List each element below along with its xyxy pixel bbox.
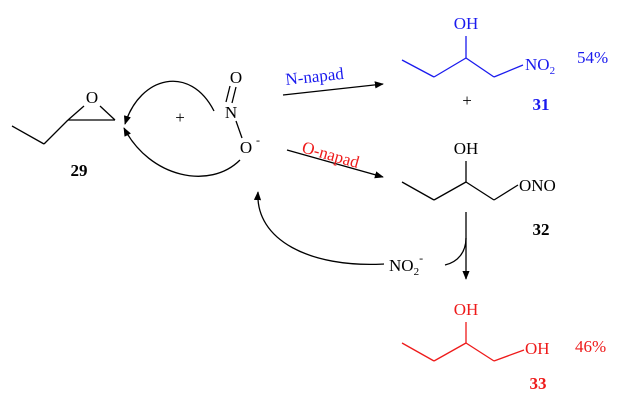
released-nitrite-label: NO2- (389, 251, 423, 278)
compound-33-skeleton (401, 322, 525, 362)
compound-29-epoxide (11, 105, 116, 145)
nitrite-bottom-oxygen-label: O (240, 138, 252, 157)
compound-32-ester-label: ONO (519, 176, 556, 195)
recycle-arrow (253, 191, 385, 266)
compound-31-number: 31 (533, 95, 550, 114)
nitrite-bonds (225, 85, 243, 139)
compound-33-hydroxyl-top-label: OH (454, 300, 479, 319)
compound-31-yield: 54% (577, 48, 608, 67)
compound-31-skeleton (401, 36, 524, 78)
compound-33-number: 33 (530, 374, 547, 393)
plus-sign-left: + (175, 108, 185, 127)
compound-31-nitro-text: NO (525, 55, 550, 74)
plus-sign-right: + (462, 91, 472, 110)
compound-31-nitro-label: NO2 (525, 55, 555, 77)
curved-arrow-lower (123, 127, 241, 177)
nitrite-charge-label: - (256, 133, 260, 147)
epoxide-oxygen-label: O (86, 88, 98, 107)
o-attack-arrow (286, 149, 384, 179)
compound-31-hydroxyl-label: OH (454, 14, 479, 33)
released-nitrite-subscript: 2 (414, 266, 420, 278)
nitrite-release-curve (444, 237, 467, 266)
o-attack-label: O-napad (300, 138, 362, 173)
compound-33-yield: 46% (575, 337, 606, 356)
compound-32-hydroxyl-label: OH (454, 139, 479, 158)
released-nitrite-text: NO (389, 256, 414, 275)
nitrite-top-oxygen-label: O (230, 68, 242, 87)
compound-31-nitro-subscript: 2 (550, 65, 556, 77)
released-nitrite-charge: - (419, 251, 423, 265)
n-attack-label: N-napad (284, 64, 345, 89)
nitrite-nitrogen-label: N (225, 103, 237, 122)
compound-29-number: 29 (71, 161, 88, 180)
curved-arrow-upper (123, 80, 215, 125)
n-attack-arrow (282, 81, 384, 96)
compound-32-number: 32 (533, 220, 550, 239)
compound-33-hydroxyl-end-label: OH (525, 339, 550, 358)
compound-32-skeleton (401, 161, 519, 201)
